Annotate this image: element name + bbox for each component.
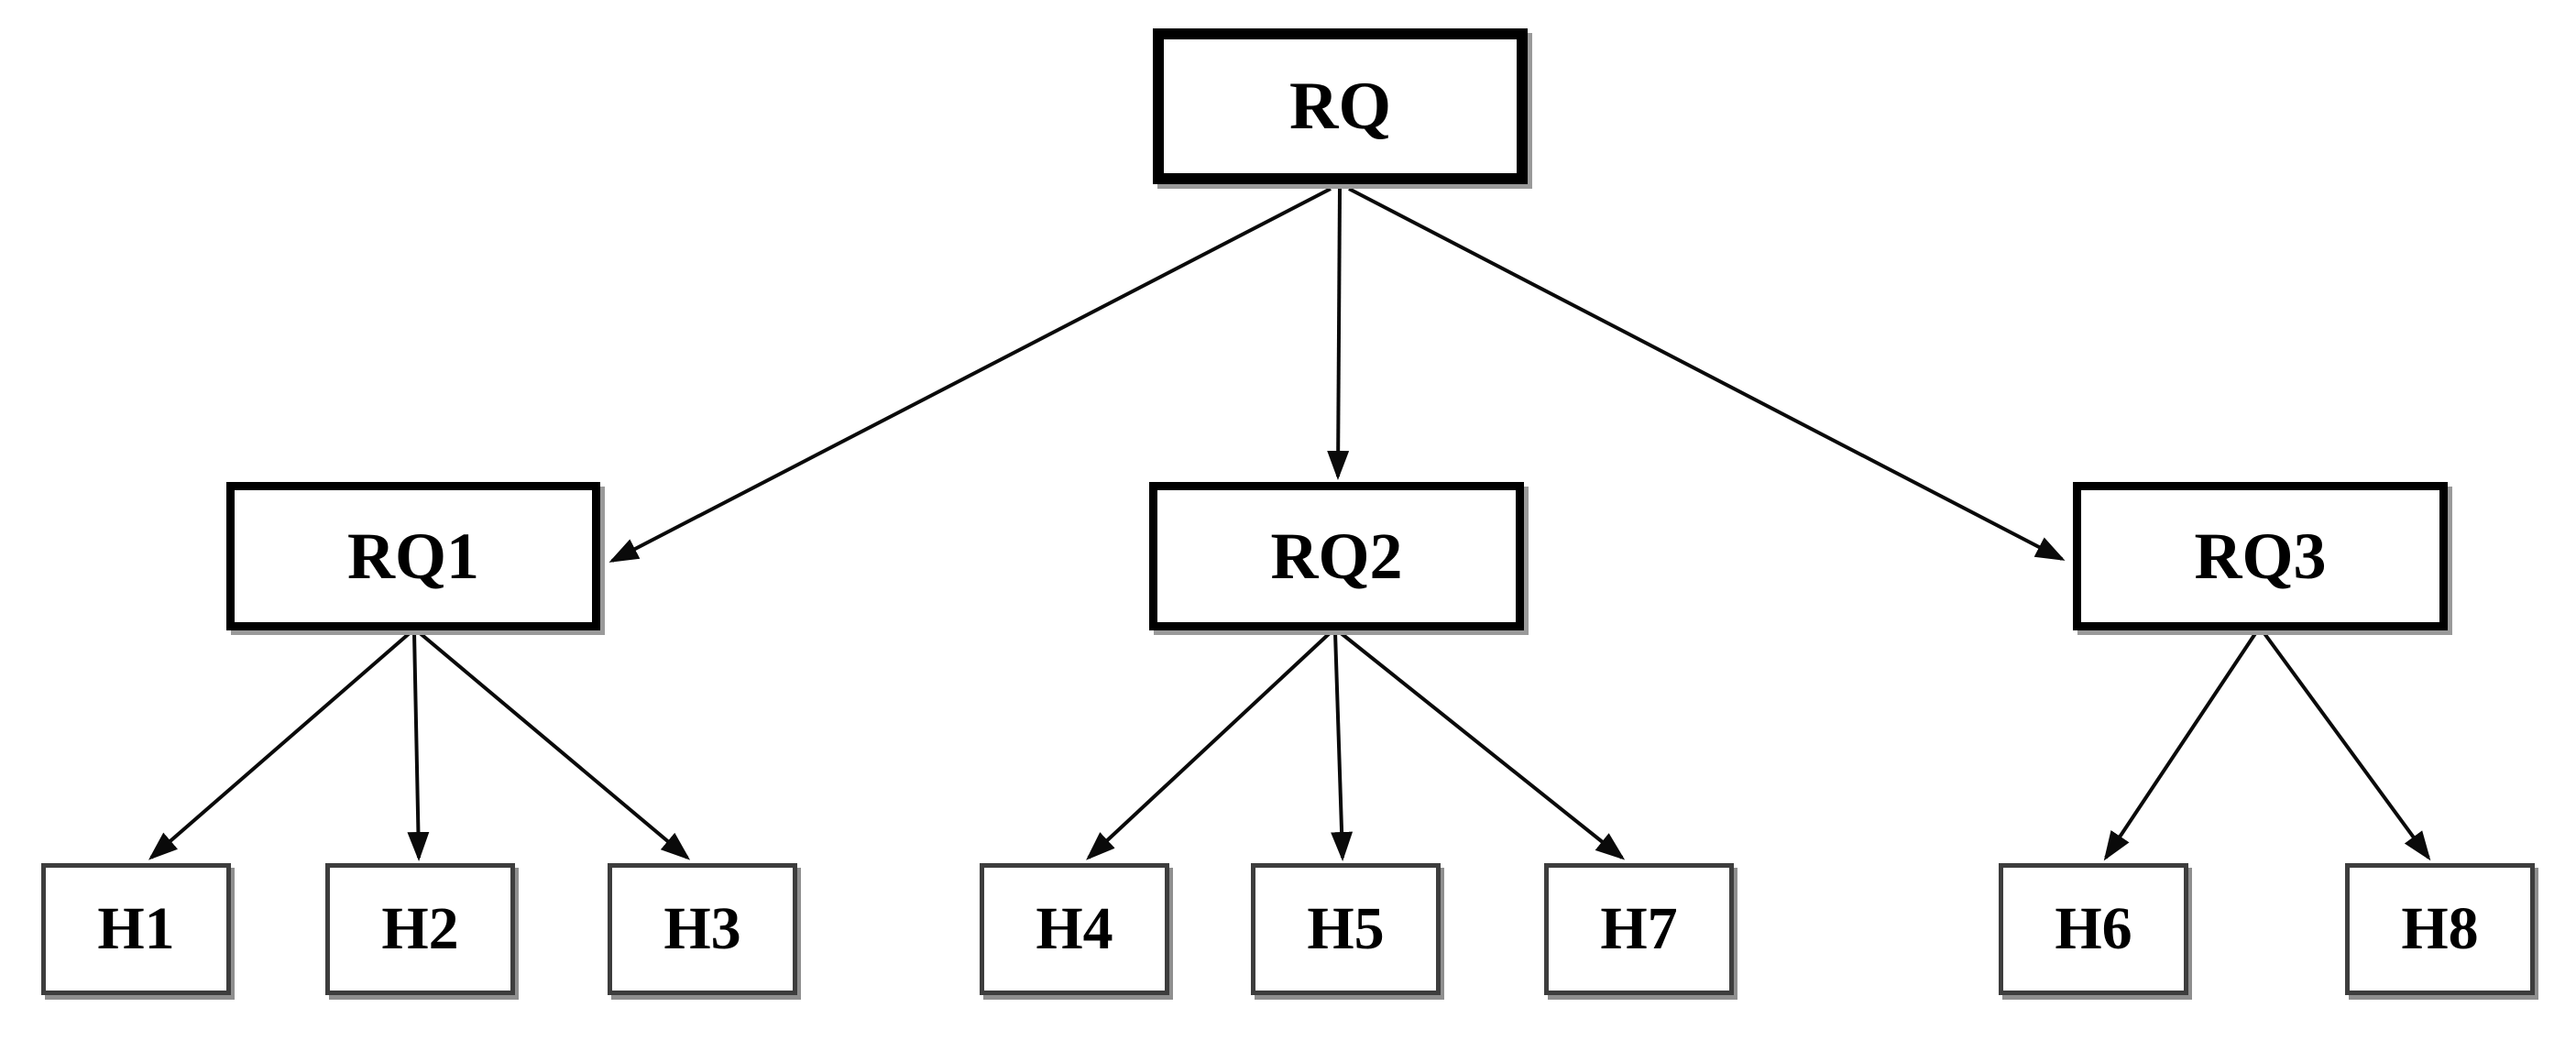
node-h6: H6 (1999, 863, 2188, 995)
edge-rq3-h8 (2262, 630, 2431, 861)
node-h1-label: H1 (97, 895, 175, 962)
node-h4: H4 (980, 863, 1169, 995)
edge-rq2-h7 (1338, 630, 1626, 860)
node-h5: H5 (1251, 863, 1441, 995)
node-rq1-label: RQ1 (347, 520, 479, 593)
node-rq-label: RQ (1289, 69, 1391, 144)
node-h7-label: H7 (1600, 895, 1678, 962)
node-h2: H2 (325, 863, 515, 995)
node-rq: RQ (1153, 28, 1528, 184)
edge-rq-rq1 (608, 187, 1332, 563)
node-rq3-label: RQ3 (2194, 520, 2327, 593)
node-h5-label: H5 (1307, 895, 1385, 962)
edge-rq1-h1 (148, 630, 412, 860)
node-h7: H7 (1544, 863, 1734, 995)
node-h1: H1 (41, 863, 231, 995)
node-h3: H3 (608, 863, 797, 995)
node-h3-label: H3 (663, 895, 741, 962)
node-rq2-label: RQ2 (1270, 520, 1403, 593)
node-rq3: RQ3 (2073, 482, 2448, 630)
edge-rq-rq3 (1348, 187, 2066, 561)
node-h8-label: H8 (2401, 895, 2479, 962)
node-h2-label: H2 (381, 895, 459, 962)
node-h4-label: H4 (1036, 895, 1113, 962)
node-rq2: RQ2 (1149, 482, 1524, 630)
node-h6-label: H6 (2055, 895, 2132, 962)
edge-rq2-h5 (1331, 631, 1354, 861)
node-h8: H8 (2345, 863, 2535, 995)
edge-rq-rq2 (1327, 188, 1350, 480)
edge-rq2-h4 (1086, 630, 1332, 860)
node-rq1: RQ1 (226, 482, 600, 630)
edge-rq3-h6 (2103, 630, 2258, 861)
edge-rq1-h2 (407, 631, 430, 861)
edge-rq1-h3 (417, 630, 691, 860)
